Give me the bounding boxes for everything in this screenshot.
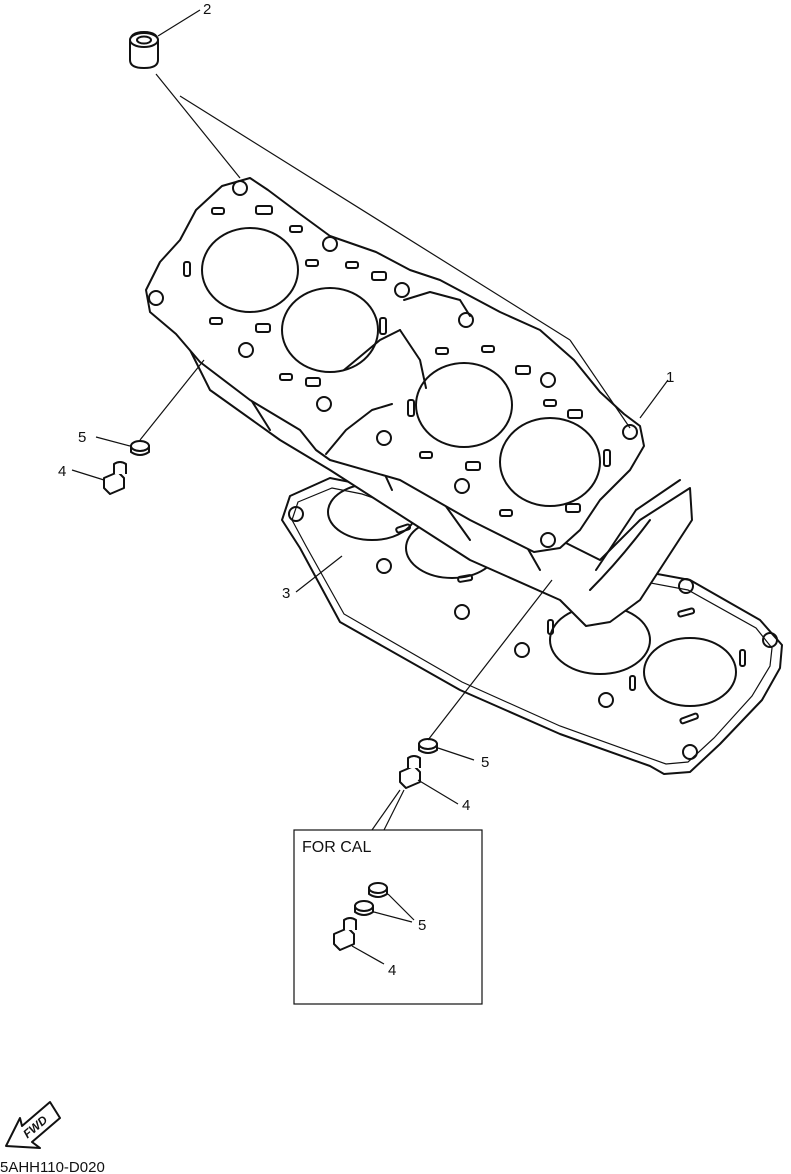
callout-5-left: 5 [78, 429, 86, 446]
callout-2: 2 [203, 1, 211, 18]
bolt-right[interactable] [399, 755, 421, 789]
small-dowel-left[interactable] [130, 440, 150, 456]
inset-dowel-b[interactable] [354, 900, 374, 916]
fwd-arrow-icon: FWD [5, 1101, 61, 1149]
diagram-code: 5AHH110-D020 [0, 1159, 105, 1174]
inset-dowel-a[interactable] [368, 882, 388, 898]
dowel-pin[interactable] [129, 31, 159, 69]
callout-3: 3 [282, 585, 290, 602]
inset-bolt[interactable] [333, 917, 357, 951]
callout-4-inset: 4 [388, 962, 396, 979]
leader-lines [71, 9, 669, 831]
bolt-left[interactable] [103, 461, 127, 495]
callout-4-left: 4 [58, 463, 66, 480]
small-dowel-right[interactable] [418, 738, 438, 754]
callout-5-inset: 5 [418, 917, 426, 934]
callout-5-right: 5 [481, 754, 489, 771]
cylinder-block[interactable] [145, 177, 693, 627]
for-cal-inset: FOR CAL 5 4 [293, 829, 483, 1005]
callout-1: 1 [666, 369, 674, 386]
callout-4-right: 4 [462, 797, 470, 814]
inset-title: FOR CAL [302, 839, 371, 856]
